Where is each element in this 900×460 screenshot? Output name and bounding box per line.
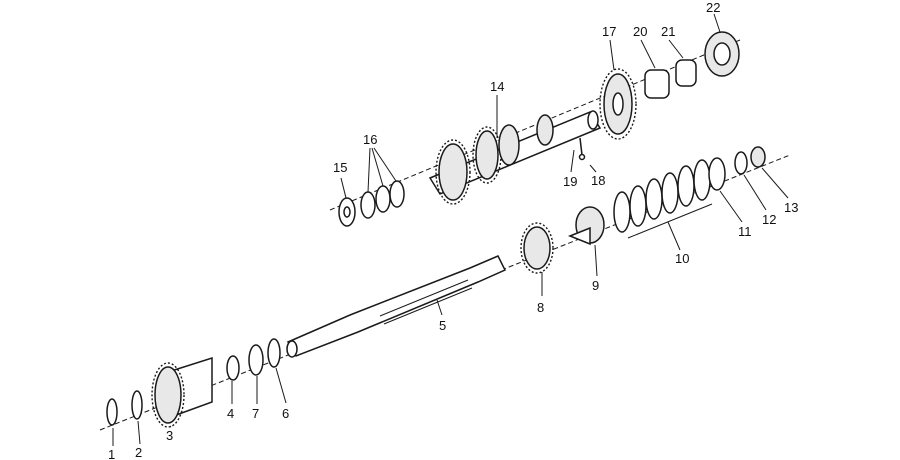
leader-6 [275, 367, 287, 404]
part-18-ball [578, 153, 586, 161]
callout-7: 7 [252, 406, 259, 421]
spring-coil [677, 165, 695, 207]
leader-15 [340, 177, 347, 199]
leader-10 [667, 221, 681, 251]
spring-coil [693, 159, 711, 201]
part-16-shim-a [360, 191, 376, 219]
callout-3: 3 [166, 428, 173, 443]
upper-shaft-assembly [329, 31, 741, 227]
part-3-gear-teeth [151, 362, 185, 428]
callout-10: 10 [675, 251, 689, 266]
part-10-spring-pack [613, 159, 711, 233]
spring-coil [613, 191, 631, 233]
callout-8: 8 [537, 300, 544, 315]
part-5-shaft-end [286, 340, 298, 358]
part-1-circlip [106, 398, 118, 426]
callout-17: 17 [602, 24, 616, 39]
part-5-mainshaft [286, 255, 507, 357]
part-4-washer [226, 355, 240, 381]
leader-12 [743, 174, 767, 211]
spring-coil [661, 172, 679, 214]
part-8-gear [523, 226, 551, 270]
part-17-gear-teeth [599, 68, 637, 140]
part-14-gear-small [498, 124, 520, 166]
callout-20: 20 [633, 24, 647, 39]
callout-9: 9 [592, 278, 599, 293]
spring-coil [645, 178, 663, 220]
leader-21 [668, 39, 684, 59]
part-9-cam-lobe [567, 226, 591, 246]
part-14-gear-large [438, 143, 468, 201]
callout-22: 22 [706, 0, 720, 15]
part-13-nut [750, 146, 766, 168]
part-17-gear-bore [612, 92, 624, 116]
callout-6: 6 [282, 406, 289, 421]
leader-9 [594, 244, 598, 277]
part-14-shaft-end [587, 110, 599, 130]
leader-5 [436, 299, 443, 316]
part-3-gear [154, 366, 182, 424]
callout-numbers: 1 2 3 4 5 6 7 8 9 10 11 12 13 14 15 16 1… [108, 0, 798, 460]
leader-22 [713, 13, 721, 33]
part-14-gear-mid [475, 130, 499, 180]
leader-lines [112, 13, 789, 446]
part-14-gear-large-teeth [435, 139, 471, 205]
callout-14: 14 [490, 79, 504, 94]
callout-5: 5 [439, 318, 446, 333]
leader-19 [570, 149, 575, 173]
leader-13 [761, 167, 789, 199]
callout-18: 18 [591, 173, 605, 188]
leader-16a [367, 147, 371, 193]
callout-13: 13 [784, 200, 798, 215]
part-8-gear-teeth [520, 222, 554, 274]
leader-17 [609, 39, 615, 71]
callout-4: 4 [227, 406, 234, 421]
part-21-bearing-race [675, 59, 697, 87]
callout-2: 2 [135, 445, 142, 460]
spring-coil [629, 185, 647, 227]
callout-1: 1 [108, 447, 115, 460]
leader-3 [169, 425, 172, 428]
part-22-bearing-bore [713, 42, 731, 66]
callout-11: 11 [738, 224, 752, 239]
callout-19: 19 [563, 174, 577, 189]
leader-2 [137, 420, 141, 445]
leader-18 [589, 164, 597, 173]
part-12-circlip [734, 151, 748, 175]
callout-16: 16 [363, 132, 377, 147]
part-2-snap-ring [131, 390, 143, 420]
part-19-pin [579, 137, 583, 156]
part-16-shim-c [389, 180, 405, 208]
lower-shaft-assembly [99, 146, 791, 431]
part-15-washer-bore [343, 206, 351, 218]
part-7-washer [248, 344, 264, 376]
part-6-circlip [267, 338, 281, 368]
part-10-bracket-line [627, 203, 713, 239]
part-14-gear-splined [536, 114, 554, 146]
leader-11 [719, 190, 743, 223]
part-16-shim-b [375, 185, 391, 213]
part-5-spline-grooves [379, 279, 473, 325]
callout-12: 12 [762, 212, 776, 227]
callout-21: 21 [661, 24, 675, 39]
leader-16b [371, 147, 384, 187]
leader-20 [640, 39, 656, 69]
part-20-needle-bearing [644, 69, 670, 99]
part-11-washer [708, 157, 726, 191]
callout-15: 15 [333, 160, 347, 175]
leader-16c [373, 147, 397, 182]
